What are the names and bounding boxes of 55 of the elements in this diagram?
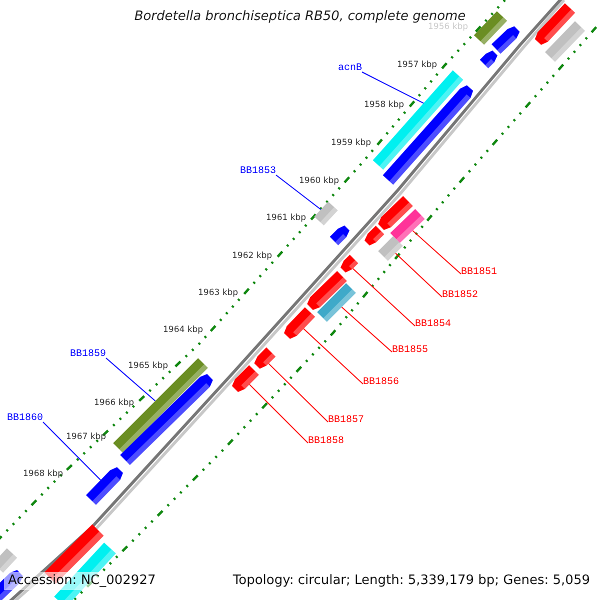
scale-tick-label: 1959 kbp <box>331 138 372 148</box>
leader-line <box>42 422 102 481</box>
genome-summary-note: Topology: circular; Length: 5,339,179 bp; Genes: 5,059 <box>232 572 591 590</box>
gene-block <box>390 209 425 243</box>
gene-block <box>545 21 585 62</box>
gene-block <box>307 271 347 310</box>
gene-label: acnB <box>322 63 362 75</box>
gene-block <box>378 236 403 261</box>
gene-block <box>364 226 384 246</box>
leader-line <box>303 328 364 384</box>
leader-line <box>412 230 462 274</box>
gene-block <box>330 226 350 246</box>
gene-label: BB1856 <box>363 377 403 389</box>
scale-tick-label: 1962 kbp <box>232 251 272 261</box>
scale-tick-label: 1965 kbp <box>128 361 168 371</box>
scale-tick-label: 1963 kbp <box>198 288 238 298</box>
gene-label: BB1859 <box>66 349 106 361</box>
gene-label: BB1855 <box>392 345 432 357</box>
gene-block <box>232 365 259 392</box>
gene-block <box>492 26 520 54</box>
gene-block <box>534 3 576 45</box>
leader-line <box>341 306 392 352</box>
scale-tick-label: 1964 kbp <box>163 325 204 335</box>
leader-line <box>106 358 156 402</box>
gene-block <box>474 11 508 45</box>
gene-label: BB1854 <box>415 319 455 331</box>
gene-label: BB1852 <box>442 290 482 302</box>
leader-line <box>395 252 442 298</box>
gene-label: BB1858 <box>308 436 348 448</box>
gene-block <box>340 254 358 272</box>
gene-block <box>120 374 213 465</box>
gene-label: BB1853 <box>236 166 276 178</box>
scale-tick-label: 1961 kbp <box>266 213 306 223</box>
gene-label: BB1857 <box>328 415 368 427</box>
scale-tick-label: 1968 kbp <box>23 469 64 479</box>
scale-tick-label: 1957 kbp <box>397 60 438 70</box>
leader-line <box>248 384 308 444</box>
scale-tick-label: 1960 kbp <box>299 176 340 186</box>
leader-line <box>276 174 322 210</box>
gene-block <box>254 347 276 369</box>
gene-block <box>284 307 316 339</box>
scale-tick-label: 1967 kbp <box>66 432 106 442</box>
leader-line <box>352 268 416 326</box>
gene-label: BB1860 <box>3 413 43 425</box>
gene-block <box>480 50 498 68</box>
gene-label: BB1851 <box>461 267 501 279</box>
gene-block <box>314 202 338 226</box>
gene-block <box>378 196 413 230</box>
leader-line <box>362 72 424 104</box>
scale-tick-label: 1966 kbp <box>94 398 134 408</box>
leader-line <box>268 363 328 422</box>
gene-block <box>0 548 18 573</box>
gene-block <box>86 467 123 505</box>
scale-tick-label: 1958 kbp <box>364 100 404 110</box>
gene-block <box>317 283 356 322</box>
